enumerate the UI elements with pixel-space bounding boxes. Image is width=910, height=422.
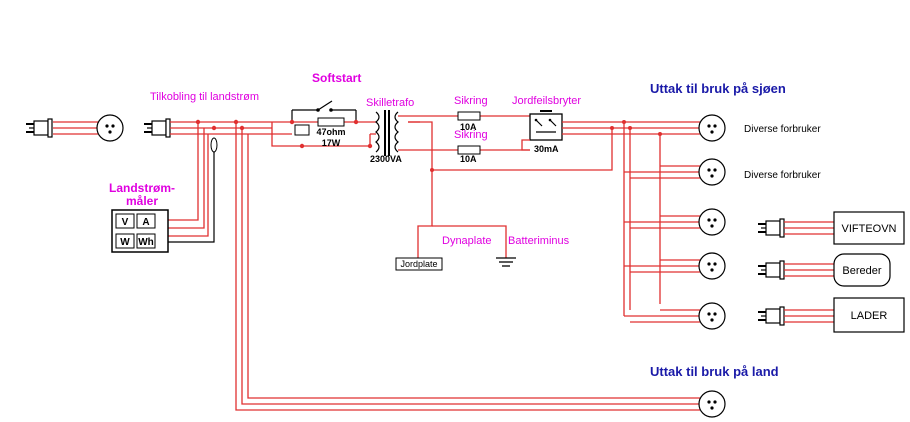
fuse-bottom	[457, 145, 481, 155]
meter-title-line1: Landstrøm-	[109, 181, 175, 195]
diverse-forbruker-2-label: Diverse forbruker	[744, 170, 821, 181]
batteriminus-label: Batteriminus	[508, 235, 570, 247]
uttak-sjo-heading: Uttak til bruk på sjøen	[650, 81, 786, 96]
uttak-land-heading: Uttak til bruk på land	[650, 364, 779, 379]
fuse-top-rating: 10A	[460, 122, 477, 132]
isolation-transformer	[370, 110, 408, 156]
socket-lader-icon	[698, 302, 726, 330]
shore-cable-plug	[25, 118, 98, 138]
resistor-value-label: 47ohm	[316, 127, 345, 137]
softstart-circuit	[271, 100, 373, 149]
meter-w-label: W	[120, 237, 130, 248]
trafo-rating-label: 2300VA	[370, 154, 402, 164]
resistor-power-label: 17W	[322, 138, 341, 148]
socket-diverse-1-icon	[698, 114, 726, 142]
vifteovn-box	[833, 211, 905, 245]
socket-bereder-icon	[698, 252, 726, 280]
socket-diverse-2-icon	[698, 158, 726, 186]
rcd-output-wires	[521, 120, 700, 151]
lader-cable	[784, 309, 834, 323]
main-bus-wires	[170, 119, 272, 135]
meter-a-label: A	[142, 217, 149, 228]
bereder-label: Bereder	[842, 265, 881, 277]
softstart-label: Softstart	[312, 71, 361, 85]
fuse-top	[457, 111, 481, 121]
jordplate-label: Jordplate	[400, 259, 437, 269]
landstrom-meter: V A W Wh	[111, 209, 169, 253]
meter-title-line2: måler	[126, 194, 158, 208]
vifteovn-plug-icon	[757, 218, 785, 238]
sikring-bottom-label: Sikring	[454, 129, 488, 141]
meter-wires	[168, 122, 218, 243]
lader-box	[833, 297, 905, 333]
battery-ground-icon	[496, 257, 516, 267]
rcd-jordfeilsbryter	[529, 110, 563, 141]
vifteovn-cable	[784, 221, 834, 235]
tilkobling-label: Tilkobling til landstrøm	[150, 91, 259, 103]
rcd-rating-label: 30mA	[534, 144, 559, 154]
bereder-box	[833, 253, 891, 287]
bereder-plug-icon	[757, 260, 785, 280]
ground-bus	[417, 128, 613, 258]
lader-plug-icon	[757, 306, 785, 326]
shore-inlet-plug-icon	[143, 118, 171, 138]
distribution-wires	[623, 122, 700, 323]
skilletrafo-label: Skilletrafo	[366, 97, 414, 109]
sikring-top-label: Sikring	[454, 95, 488, 107]
jordfeilsbryter-label: Jordfeilsbryter	[512, 95, 581, 107]
fuse-bottom-rating: 10A	[460, 154, 477, 164]
lader-label: LADER	[851, 310, 888, 322]
dynaplate-label: Dynaplate	[442, 235, 492, 247]
vifteovn-label: VIFTEOVN	[841, 223, 896, 235]
diverse-forbruker-1-label: Diverse forbruker	[744, 124, 821, 135]
socket-vifteovn-icon	[698, 208, 726, 236]
jordplate-box	[395, 257, 443, 271]
bereder-cable	[784, 263, 834, 277]
meter-v-label: V	[122, 217, 129, 228]
land-outlet-wires	[235, 122, 700, 411]
shore-cable-socket-icon	[96, 114, 124, 142]
meter-wh-label: Wh	[138, 237, 154, 248]
socket-land-icon	[698, 390, 726, 418]
